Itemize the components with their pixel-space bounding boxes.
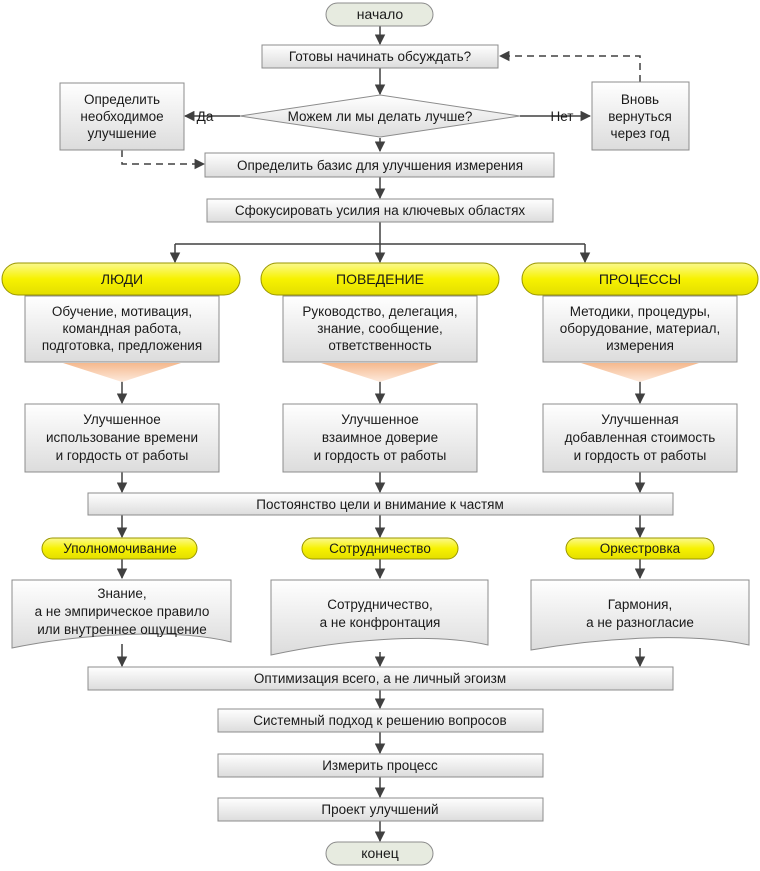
- doc-line: а не разногласие: [586, 615, 694, 630]
- column-behavior: ПОВЕДЕНИЕ Руководство, делегация, знание…: [260, 262, 500, 656]
- tag-processes-label: Оркестровка: [600, 541, 681, 556]
- no-box-line: через год: [611, 126, 670, 141]
- funnel-people: [63, 363, 181, 382]
- tag-people: [41, 537, 198, 560]
- basis-label: Определить базис для улучшения измерения: [237, 158, 523, 173]
- result-line: взаимное доверие: [322, 430, 438, 445]
- column-processes: ПРОЦЕССЫ Методики, процедуры, оборудован…: [521, 262, 759, 651]
- decision-question: Можем ли мы делать лучше?: [288, 109, 473, 124]
- factor-line: оборудование, материал,: [560, 321, 721, 336]
- funnel-processes: [581, 363, 699, 382]
- factor-line: командная работа,: [63, 321, 182, 336]
- system-label: Системный подход к решению вопросов: [253, 713, 506, 728]
- tag-behavior-label: Сотрудничество: [329, 541, 431, 556]
- connectors: [116, 26, 646, 843]
- result-line: Улучшенная: [601, 412, 678, 427]
- factors-processes: [542, 295, 738, 363]
- doc-line: Сотрудничество,: [327, 597, 432, 612]
- header-people-label: ЛЮДИ: [101, 271, 143, 287]
- result-people: [24, 403, 220, 473]
- doc-line: или внутреннее ощущение: [37, 622, 206, 637]
- decision-yes-label: Да: [197, 109, 214, 124]
- constancy-box: Постоянство цели и внимание к частям: [87, 492, 674, 516]
- factor-line: измерения: [606, 338, 674, 353]
- optimization-box: Оптимизация всего, а не личный эгоизм: [87, 666, 674, 691]
- optimization-label: Оптимизация всего, а не личный эгоизм: [254, 671, 506, 686]
- end-terminator: конец: [325, 841, 434, 866]
- doc-line: а не эмпирическое правило: [35, 604, 210, 619]
- doc-line: Знание,: [97, 586, 146, 601]
- focus-label: Сфокусировать усилия на ключевых областя…: [235, 203, 526, 218]
- factor-line: Руководство, делегация,: [302, 304, 457, 319]
- result-line: использование времени: [46, 430, 198, 445]
- result-line: и гордость от работы: [574, 448, 707, 463]
- ready-label: Готовы начинать обсуждать?: [289, 49, 471, 64]
- result-line: и гордость от работы: [314, 448, 447, 463]
- funnel-behavior: [321, 363, 439, 382]
- tag-processes: [565, 537, 715, 560]
- yes-box: Определить необходимое улучшение: [59, 82, 185, 151]
- result-processes: [542, 403, 738, 473]
- project-label: Проект улучшений: [321, 802, 438, 817]
- decision-diamond: Можем ли мы делать лучше?: [239, 94, 521, 138]
- factors-behavior: [282, 295, 478, 363]
- doc-processes: [530, 579, 750, 651]
- project-box: Проект улучшений: [217, 797, 544, 822]
- decision-no-label: Нет: [551, 109, 574, 124]
- start-terminator: начало: [325, 2, 434, 27]
- yes-box-line: улучшение: [88, 126, 157, 141]
- factors-people: [24, 295, 220, 363]
- tag-people-label: Уполномочивание: [63, 541, 176, 556]
- start-label: начало: [357, 6, 404, 22]
- focus-box: Сфокусировать усилия на ключевых областя…: [206, 198, 554, 223]
- yes-box-line: необходимое: [80, 109, 163, 124]
- factor-line: подготовка, предложения: [42, 338, 202, 353]
- tag-behavior: [301, 537, 459, 560]
- header-processes-label: ПРОЦЕССЫ: [599, 271, 681, 287]
- no-box-line: вернуться: [608, 109, 672, 124]
- result-line: Улучшенное: [341, 412, 419, 427]
- header-behavior-label: ПОВЕДЕНИЕ: [336, 271, 424, 287]
- end-label: конец: [361, 845, 399, 861]
- doc-behavior: [270, 579, 489, 656]
- measure-label: Измерить процесс: [322, 758, 438, 773]
- ready-box: Готовы начинать обсуждать?: [261, 44, 499, 69]
- result-behavior: [282, 403, 478, 473]
- factor-line: знание, сообщение,: [317, 321, 443, 336]
- column-people: ЛЮДИ Обучение, мотивация, командная рабо…: [1, 262, 241, 649]
- factor-line: Обучение, мотивация,: [52, 304, 192, 319]
- result-line: Улучшенное: [83, 412, 161, 427]
- no-box: Вновь вернуться через год: [591, 81, 690, 151]
- result-line: добавленная стоимость: [565, 430, 716, 445]
- factor-line: Методики, процедуры,: [570, 304, 711, 319]
- basis-box: Определить базис для улучшения измерения: [204, 152, 555, 178]
- no-box-line: Вновь: [621, 92, 659, 107]
- doc-line: Гармония,: [608, 597, 672, 612]
- constancy-label: Постоянство цели и внимание к частям: [256, 497, 504, 512]
- result-line: и гордость от работы: [56, 448, 189, 463]
- factor-line: ответственность: [328, 338, 431, 353]
- header-behavior: [260, 262, 500, 296]
- doc-people: [11, 579, 232, 649]
- yes-box-line: Определить: [84, 92, 160, 107]
- header-processes: [521, 262, 759, 296]
- header-people: [1, 262, 241, 296]
- measure-box: Измерить процесс: [217, 753, 544, 778]
- dashed-connectors: [121, 50, 641, 170]
- doc-line: а не конфронтация: [320, 615, 441, 630]
- system-box: Системный подход к решению вопросов: [217, 708, 544, 733]
